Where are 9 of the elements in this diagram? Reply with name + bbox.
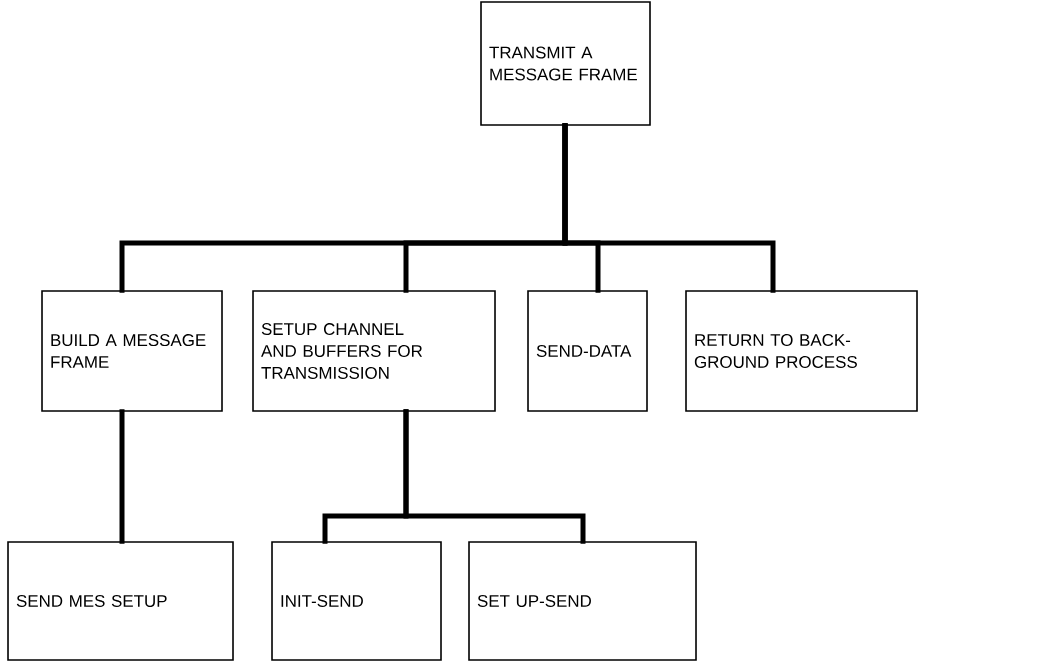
process-box: SEND MES SETUP xyxy=(7,541,234,661)
process-box: SEND-DATA xyxy=(527,290,648,412)
process-box: BUILD A MESSAGE FRAME xyxy=(41,290,223,412)
process-box: INIT-SEND xyxy=(271,541,442,661)
process-box: SETUP CHANNEL AND BUFFERS FOR TRANSMISSION xyxy=(252,290,496,412)
process-box: RETURN TO BACK-GROUND PROCESS xyxy=(685,290,918,412)
process-box: TRANSMIT A MESSAGE FRAME xyxy=(480,1,651,126)
connector-line xyxy=(562,123,776,293)
process-box: SET UP-SEND xyxy=(468,541,697,661)
